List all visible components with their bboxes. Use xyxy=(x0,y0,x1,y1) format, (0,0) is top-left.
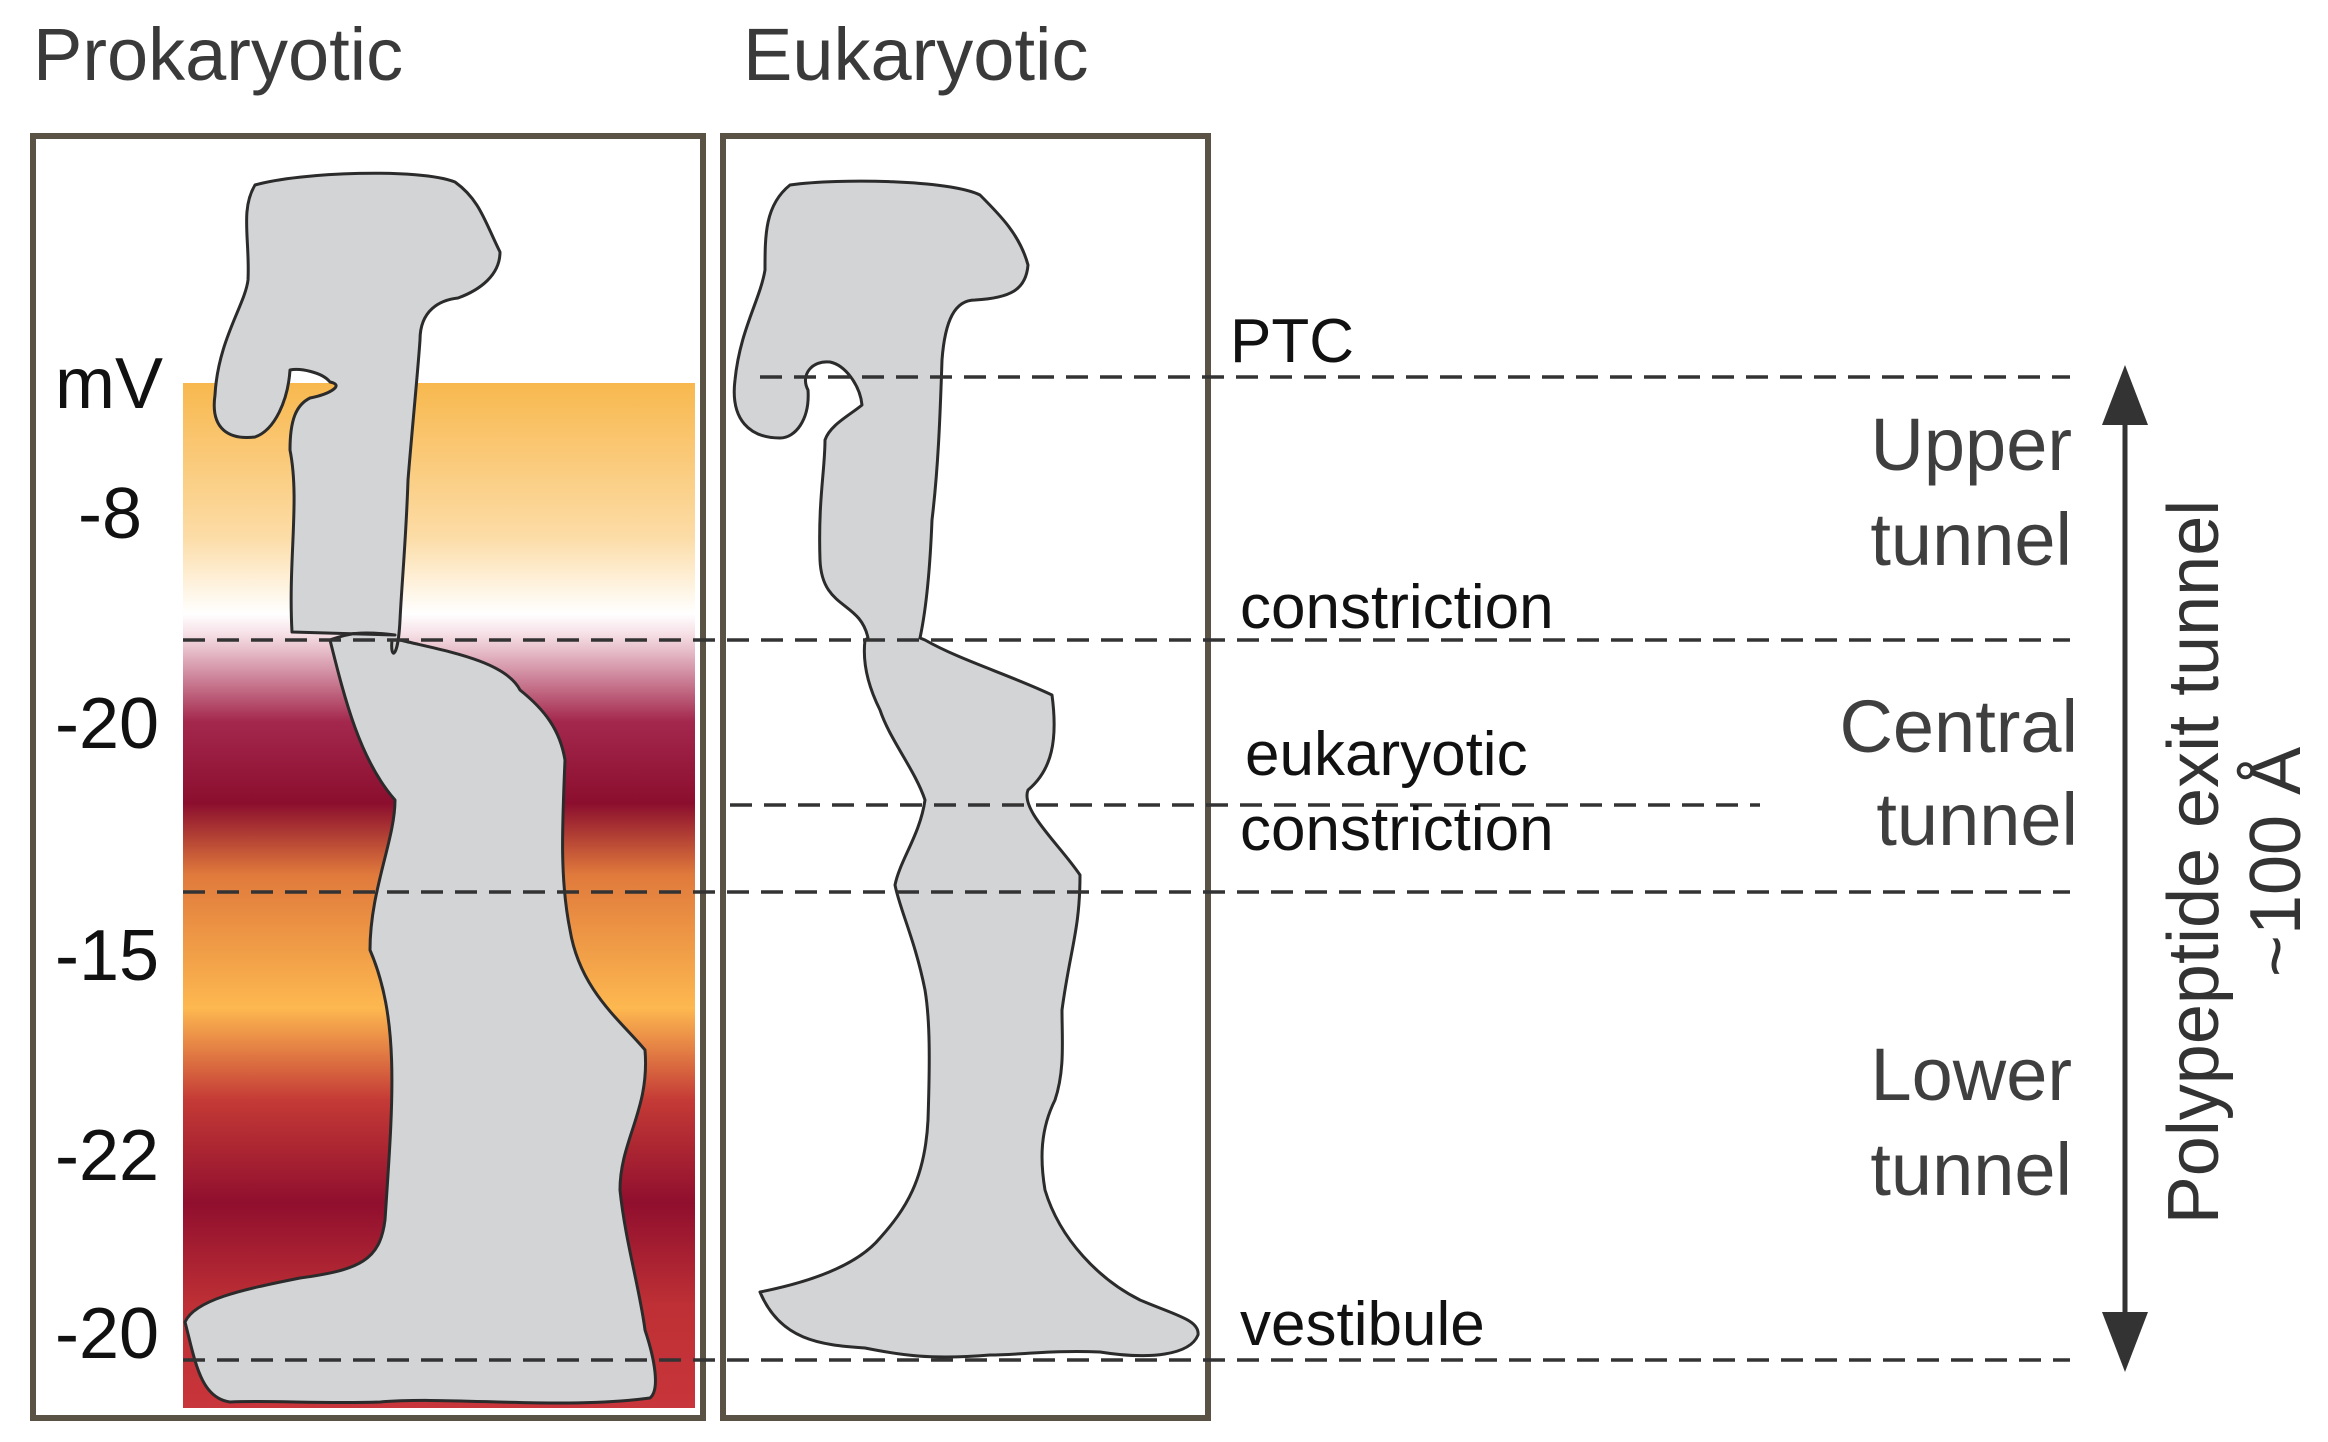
potential-value-3: -15 xyxy=(55,916,159,996)
tunnel-axis-label-line1: Polypeptide exit tunnel xyxy=(2154,500,2234,1225)
potential-unit-label: mV xyxy=(55,344,163,424)
prokaryotic-tunnel-shape xyxy=(183,171,657,1405)
arrow-up-head-icon xyxy=(2102,365,2148,425)
eukaryotic-constriction-label-line1: eukaryotic xyxy=(1245,720,1528,789)
potential-value-2: -20 xyxy=(55,684,159,764)
upper-tunnel-label-line2: tunnel xyxy=(1870,498,2072,581)
central-tunnel-label-line1: Central xyxy=(1839,685,2078,768)
potential-value-5: -20 xyxy=(55,1294,159,1374)
tunnel-axis-label-line2: ~100 Å xyxy=(2236,747,2316,977)
eukaryotic-constriction-label-line2: constriction xyxy=(1240,795,1554,864)
eukaryotic-title: Eukaryotic xyxy=(743,13,1088,96)
prokaryotic-panel-frame xyxy=(30,133,706,1421)
ptc-label: PTC xyxy=(1230,307,1354,376)
eukaryotic-tunnel-shape xyxy=(732,179,1200,1359)
prokaryotic-title: Prokaryotic xyxy=(33,13,403,96)
lower-tunnel-label-line1: Lower xyxy=(1870,1033,2072,1116)
central-tunnel-label-line2: tunnel xyxy=(1876,778,2078,861)
vestibule-label: vestibule xyxy=(1240,1290,1485,1359)
lower-tunnel-label-line2: tunnel xyxy=(1870,1128,2072,1211)
tunnel-length-arrow xyxy=(2102,365,2148,1372)
arrow-down-head-icon xyxy=(2102,1312,2148,1372)
upper-tunnel-label-line1: Upper xyxy=(1870,403,2072,486)
eukaryotic-panel-frame xyxy=(720,133,1211,1421)
potential-value-4: -22 xyxy=(55,1116,159,1196)
potential-value-1: -8 xyxy=(78,474,142,554)
constriction-label: constriction xyxy=(1240,573,1554,642)
